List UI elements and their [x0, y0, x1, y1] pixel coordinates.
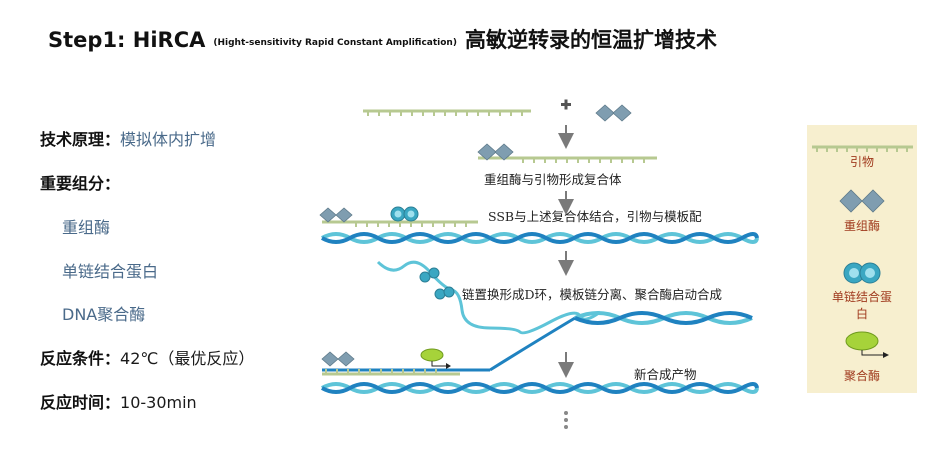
complex-1 [477, 143, 657, 163]
legend-ssb-icon [843, 262, 881, 284]
d-loop [376, 260, 753, 335]
continuation-dots [564, 411, 568, 429]
components-label: 重要组分 [40, 174, 105, 193]
step4-caption: 新合成产物 [634, 367, 697, 382]
legend-recombinase-icon [839, 189, 885, 213]
legend-ssb-label-1: 单链结合蛋 [831, 290, 892, 304]
legend-primer-icon [812, 145, 913, 152]
complex-2 [319, 206, 478, 227]
legend-primer-label: 引物 [849, 155, 874, 169]
time-value: 10-30min [120, 393, 197, 412]
title-subtitle: (Hight-sensitivity Rapid Constant Amplif… [213, 38, 457, 48]
plus-icon [561, 99, 571, 110]
step1-primer [363, 109, 531, 116]
legend-polymerase-label: 聚合酶 [843, 369, 880, 383]
page-title: Step1: HiRCA (Hight-sensitivity Rapid Con… [48, 24, 717, 54]
time-row: 反应时间：10-30min [40, 393, 197, 412]
component-item: DNA聚合酶 [62, 305, 146, 324]
principle-row: 技术原理：模拟体内扩增 [40, 130, 217, 149]
condition-row: 反应条件：42℃（最优反应） [40, 349, 255, 368]
principle-label: 技术原理 [40, 130, 105, 149]
principle-value: 模拟体内扩增 [120, 130, 217, 149]
step2-caption: SSB与上述复合体结合，引物与模板配 [488, 209, 702, 224]
time-label: 反应时间 [40, 393, 105, 412]
dna-helix-4 [321, 382, 759, 394]
condition-label: 反应条件 [40, 349, 105, 368]
component-item: 重组酶 [62, 218, 111, 237]
recombinase-icon [595, 104, 632, 122]
title-chinese: 高敏逆转录的恒温扩增技术 [464, 28, 717, 52]
step1-caption: 重组酶与引物形成复合体 [484, 172, 622, 187]
title-main: Step1: HiRCA [48, 28, 206, 52]
legend-panel: 引物 重组酶 单链结合蛋 白 聚合酶 [807, 125, 917, 393]
legend-polymerase-icon [845, 331, 889, 358]
legend-recombinase-label: 重组酶 [843, 219, 880, 233]
components-row: 重要组分： [40, 174, 121, 193]
step3-caption: 链置换形成D环，模板链分离、聚合酶启动合成 [462, 287, 723, 302]
synthesis [321, 316, 576, 376]
condition-value: 42℃（最优反应） [120, 349, 255, 368]
component-item: 单链结合蛋白 [62, 262, 159, 281]
legend-ssb-label-2: 白 [855, 307, 868, 321]
dna-helix-2 [321, 232, 759, 244]
